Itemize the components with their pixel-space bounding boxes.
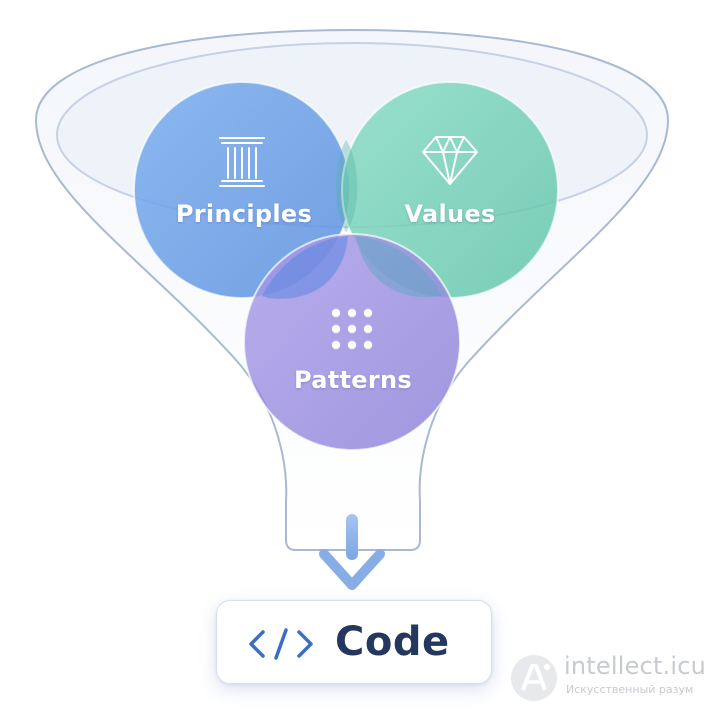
label-values: Values	[404, 200, 496, 228]
overlap-values-patterns	[356, 236, 442, 298]
code-brackets-icon	[249, 628, 313, 660]
overlap-principles-patterns	[262, 236, 348, 299]
arrow-down-icon	[319, 514, 385, 590]
watermark-subtitle: Искусственный разум	[566, 683, 694, 696]
code-output-box: Code	[216, 600, 492, 684]
watermark: intellect.icu Искусственный разум	[510, 650, 707, 706]
pillar-icon	[219, 137, 265, 187]
watermark-title: intellect.icu	[564, 652, 707, 680]
label-patterns: Patterns	[294, 366, 412, 394]
label-principles: Principles	[175, 200, 313, 228]
code-label: Code	[335, 619, 450, 665]
overlap-principles-values	[336, 140, 358, 232]
gem-icon	[422, 136, 478, 185]
watermark-logo-icon	[511, 655, 557, 701]
grid-dots-icon	[331, 308, 373, 350]
